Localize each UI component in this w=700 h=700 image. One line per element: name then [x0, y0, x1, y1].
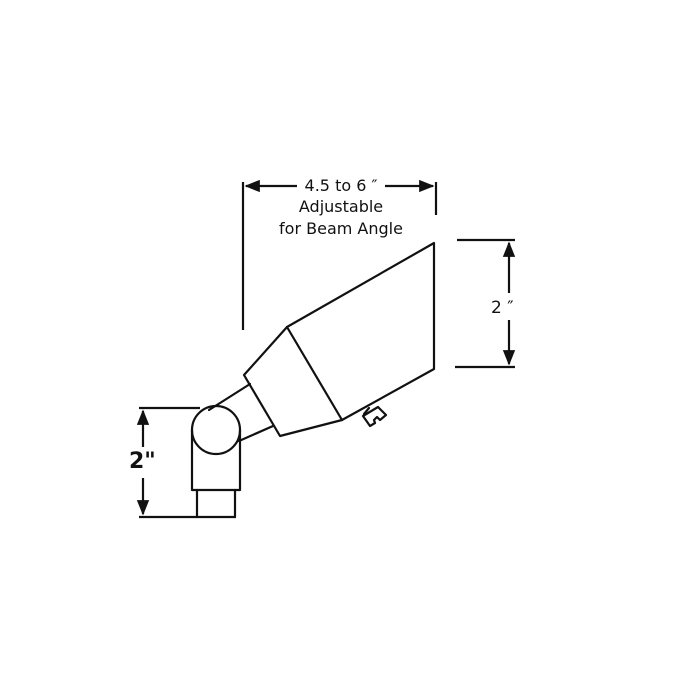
locking-screw [361, 405, 388, 428]
screw-head [361, 405, 388, 428]
mount-body [190, 428, 242, 492]
collar [242, 325, 344, 438]
knuckle-mount [190, 404, 242, 519]
length-dimension [241, 179, 438, 330]
mount-height-dimension [136, 406, 236, 519]
shroud-height-dimension [455, 238, 516, 369]
screw-shaft [362, 406, 371, 416]
neck-bottom-edge [237, 424, 275, 443]
threaded-stem [195, 488, 237, 519]
length-value: 4.5 to 6 ″ [301, 176, 381, 195]
mount-height-value: 2" [129, 449, 156, 474]
length-note-line2: for Beam Angle [279, 219, 403, 238]
knuckle [190, 404, 242, 456]
shroud-height-value: 2 ″ [491, 298, 514, 318]
shroud [285, 241, 436, 422]
length-note-line1: Adjustable [298, 197, 384, 216]
